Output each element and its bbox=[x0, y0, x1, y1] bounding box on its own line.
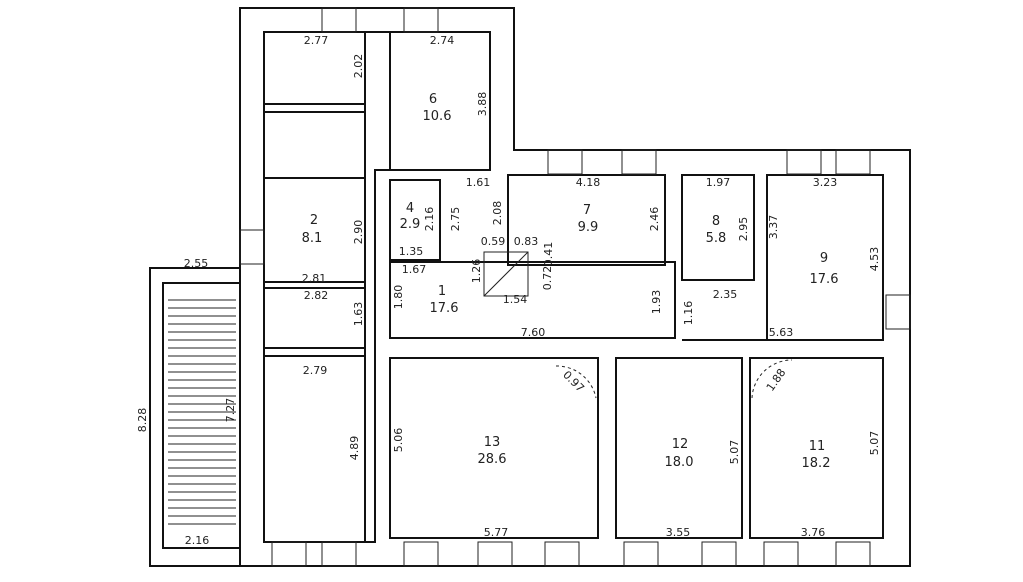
dimension-label: 0.41 bbox=[542, 242, 555, 267]
dimension-label: 4.89 bbox=[348, 436, 361, 461]
room-2-number: 2 bbox=[310, 213, 318, 228]
room-8-area: 5.8 bbox=[706, 231, 727, 246]
dimension-label: 5.63 bbox=[769, 326, 794, 339]
dimension-label: 1.97 bbox=[706, 176, 731, 189]
dimension-label: 7.60 bbox=[521, 326, 546, 339]
dimension-label: 1.63 bbox=[352, 302, 365, 327]
dimension-label: 2.90 bbox=[352, 220, 365, 245]
dimension-label: 2.55 bbox=[184, 257, 209, 270]
room-2-area: 8.1 bbox=[302, 231, 323, 246]
dimension-label: 2.82 bbox=[304, 289, 329, 302]
room-13-number: 13 bbox=[484, 435, 501, 450]
interior-walls bbox=[263, 31, 884, 543]
dimension-label: 3.88 bbox=[476, 92, 489, 117]
room-9-area: 17.6 bbox=[810, 272, 839, 287]
dimension-label: 2.16 bbox=[185, 534, 210, 547]
room-12-area: 18.0 bbox=[665, 455, 694, 470]
dimension-label: 2.79 bbox=[303, 364, 328, 377]
room-4-number: 4 bbox=[406, 201, 414, 216]
dimension-label: 1.54 bbox=[503, 293, 528, 306]
dimension-label: 2.46 bbox=[648, 207, 661, 232]
dimension-label: 2.16 bbox=[423, 207, 436, 232]
dimension-label: 0.97 bbox=[560, 368, 587, 395]
room-12-number: 12 bbox=[672, 437, 689, 452]
dimension-label: 2.74 bbox=[430, 34, 455, 47]
stair-treads bbox=[168, 299, 236, 525]
dimension-label: 1.26 bbox=[470, 259, 483, 284]
room-11-number: 11 bbox=[809, 439, 826, 454]
dimension-label: 5.06 bbox=[392, 428, 405, 453]
dimension-label: 1.67 bbox=[402, 263, 427, 276]
room-4-area: 2.9 bbox=[400, 217, 421, 232]
dimension-label: 7.27 bbox=[224, 398, 237, 423]
dimension-label: 1.35 bbox=[399, 245, 424, 258]
windows bbox=[239, 7, 911, 567]
room-6-area: 10.6 bbox=[423, 109, 452, 124]
dimension-label: 2.77 bbox=[304, 34, 329, 47]
dimension-label: 4.53 bbox=[868, 247, 881, 272]
room-7-area: 9.9 bbox=[578, 220, 599, 235]
dimension-label: 0.72 bbox=[541, 266, 554, 291]
dimension-label: 8.28 bbox=[136, 408, 149, 433]
room-7-number: 7 bbox=[583, 203, 591, 218]
room-1-number: 1 bbox=[438, 284, 446, 299]
dimension-label: 2.75 bbox=[449, 207, 462, 232]
dimension-label: 1.88 bbox=[764, 366, 789, 394]
dimension-label: 2.81 bbox=[302, 272, 327, 285]
dimension-label: 4.18 bbox=[576, 176, 601, 189]
dimension-label: 5.77 bbox=[484, 526, 509, 539]
room-6-number: 6 bbox=[429, 92, 437, 107]
dimension-labels: 2.77 2.74 2.02 3.88 1.61 4.18 1.97 3.23 … bbox=[136, 34, 881, 547]
dimension-label: 5.07 bbox=[868, 431, 881, 456]
dimension-label: 2.08 bbox=[491, 201, 504, 226]
dimension-label: 1.16 bbox=[682, 301, 695, 326]
room-labels: 1 17.6 2 8.1 4 2.9 6 10.6 7 9.9 8 5.8 9 … bbox=[302, 92, 839, 471]
dimension-label: 2.02 bbox=[352, 54, 365, 79]
room-13-area: 28.6 bbox=[478, 452, 507, 467]
room-11-area: 18.2 bbox=[802, 456, 831, 471]
dimension-label: 1.80 bbox=[392, 285, 405, 310]
dimension-label: 3.23 bbox=[813, 176, 838, 189]
room-9-number: 9 bbox=[820, 251, 828, 266]
dimension-label: 3.55 bbox=[666, 526, 691, 539]
dimension-label: 1.93 bbox=[650, 290, 663, 315]
dimension-label: 3.76 bbox=[801, 526, 826, 539]
dimension-label: 1.61 bbox=[466, 176, 491, 189]
dimension-label: 0.83 bbox=[514, 235, 539, 248]
room-1-area: 17.6 bbox=[430, 301, 459, 316]
dimension-label: 0.59 bbox=[481, 235, 506, 248]
dimension-label: 2.95 bbox=[737, 217, 750, 242]
room-8-number: 8 bbox=[712, 214, 720, 229]
dimension-label: 2.35 bbox=[713, 288, 738, 301]
door-swings bbox=[555, 359, 793, 399]
dimension-label: 5.07 bbox=[728, 440, 741, 465]
dimension-label: 3.37 bbox=[767, 215, 780, 240]
